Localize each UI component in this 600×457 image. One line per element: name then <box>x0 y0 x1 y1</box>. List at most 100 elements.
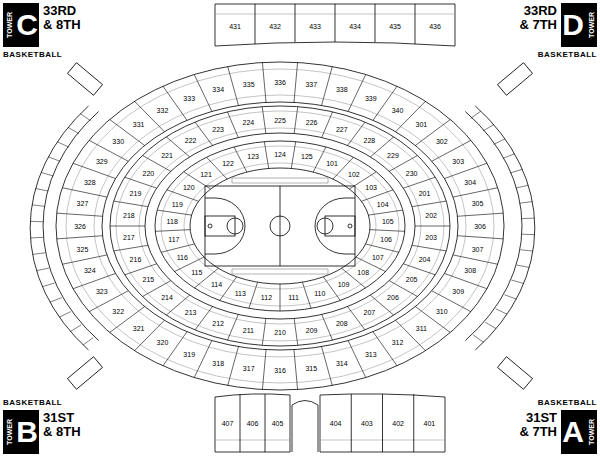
block-divider <box>415 4 416 44</box>
side-arc <box>30 106 88 350</box>
section-divider <box>403 177 435 188</box>
section-number: 328 <box>83 178 97 185</box>
section-divider <box>348 74 366 111</box>
block-divider <box>240 394 241 452</box>
hoop <box>348 224 352 228</box>
seat-tick <box>483 125 494 132</box>
event-type: BASKETBALL <box>3 398 62 407</box>
block-divider <box>255 4 256 44</box>
block-divider <box>375 4 376 42</box>
floor-seats <box>232 269 328 274</box>
block-divider <box>413 394 414 452</box>
section-divider <box>415 226 450 227</box>
section-number: 340 <box>391 106 405 113</box>
section-number: 213 <box>184 308 198 315</box>
section-number: 323 <box>95 288 109 295</box>
section-divider <box>262 350 266 390</box>
section-number: 403 <box>360 420 374 427</box>
section-number: 226 <box>305 119 319 126</box>
stair-block <box>67 357 102 390</box>
section-number: 203 <box>424 234 438 241</box>
section-number: 434 <box>348 23 362 30</box>
center-circle <box>270 216 290 236</box>
section-number: 122 <box>221 159 235 166</box>
section-divider <box>457 213 503 216</box>
section-divider <box>195 122 213 145</box>
section-number: 218 <box>122 211 136 218</box>
section-divider <box>110 307 145 333</box>
seat-tick <box>511 280 523 284</box>
section-divider <box>249 282 258 308</box>
row-line <box>139 128 421 324</box>
tower-word: TOWER <box>6 419 13 445</box>
seat-tick <box>520 202 533 204</box>
section-divider <box>457 236 503 239</box>
seat-tick <box>30 237 43 239</box>
section-divider <box>157 210 191 215</box>
section-number: 229 <box>386 152 400 159</box>
section-number: 111 <box>287 294 300 301</box>
section-number: 433 <box>308 23 322 30</box>
section-number: 313 <box>364 351 378 358</box>
side-arcs <box>30 106 535 350</box>
section-number: 221 <box>160 152 174 159</box>
block-outline <box>320 394 445 452</box>
section-number: 406 <box>246 420 260 427</box>
section-number: 219 <box>129 190 143 197</box>
seat-tick <box>41 172 53 176</box>
section-number: 309 <box>451 288 465 295</box>
section-divider <box>110 119 145 145</box>
event-type: BASKETBALL <box>538 398 597 407</box>
tower-row: TOWERB31ST & 8TH <box>3 410 83 454</box>
section-number: 117 <box>167 236 180 243</box>
section-number: 306 <box>473 223 487 230</box>
section-divider <box>262 107 266 134</box>
section-divider <box>155 230 190 232</box>
seat-tick <box>517 265 530 267</box>
section-number: 431 <box>228 23 242 30</box>
section-number: 209 <box>305 326 319 333</box>
section-number: 318 <box>211 359 225 366</box>
section-divider <box>444 163 486 178</box>
side-ticks <box>30 111 535 345</box>
seat-tick <box>473 335 483 342</box>
section-number: 321 <box>132 324 146 331</box>
section-number: 103 <box>364 184 378 191</box>
block-divider <box>351 394 352 452</box>
stair-block <box>67 63 102 96</box>
section-number: 216 <box>129 255 143 262</box>
section-number: 436 <box>428 23 442 30</box>
section-divider <box>294 350 298 390</box>
tower-letter: A <box>561 416 585 448</box>
block-outline <box>215 394 290 452</box>
free-throw-circle <box>317 218 333 234</box>
hoop <box>208 224 212 228</box>
section-divider <box>195 307 213 330</box>
section-number: 316 <box>273 367 287 374</box>
section-number: 338 <box>335 86 349 93</box>
seat-tick <box>70 325 81 332</box>
seat-tick <box>522 234 535 235</box>
seat-rows <box>66 69 494 383</box>
section-divider <box>280 284 281 311</box>
seat-tick <box>48 157 60 161</box>
section-number: 401 <box>423 420 437 427</box>
section-number: 107 <box>371 253 385 260</box>
block-outline <box>215 4 455 46</box>
section-number: 304 <box>463 178 477 185</box>
tower-box: TOWERC <box>3 3 39 47</box>
section-number: 331 <box>132 121 146 128</box>
seat-tick <box>83 338 93 345</box>
section-number: 112 <box>260 294 273 301</box>
section-number: 435 <box>388 23 402 30</box>
section-divider <box>262 318 266 345</box>
section-divider <box>415 119 450 145</box>
section-divider <box>294 107 298 134</box>
three-point-arc <box>205 198 245 254</box>
section-divider <box>114 245 148 251</box>
court <box>205 178 355 274</box>
tower-box: TOWERB <box>3 410 39 454</box>
section-number: 319 <box>182 351 196 358</box>
